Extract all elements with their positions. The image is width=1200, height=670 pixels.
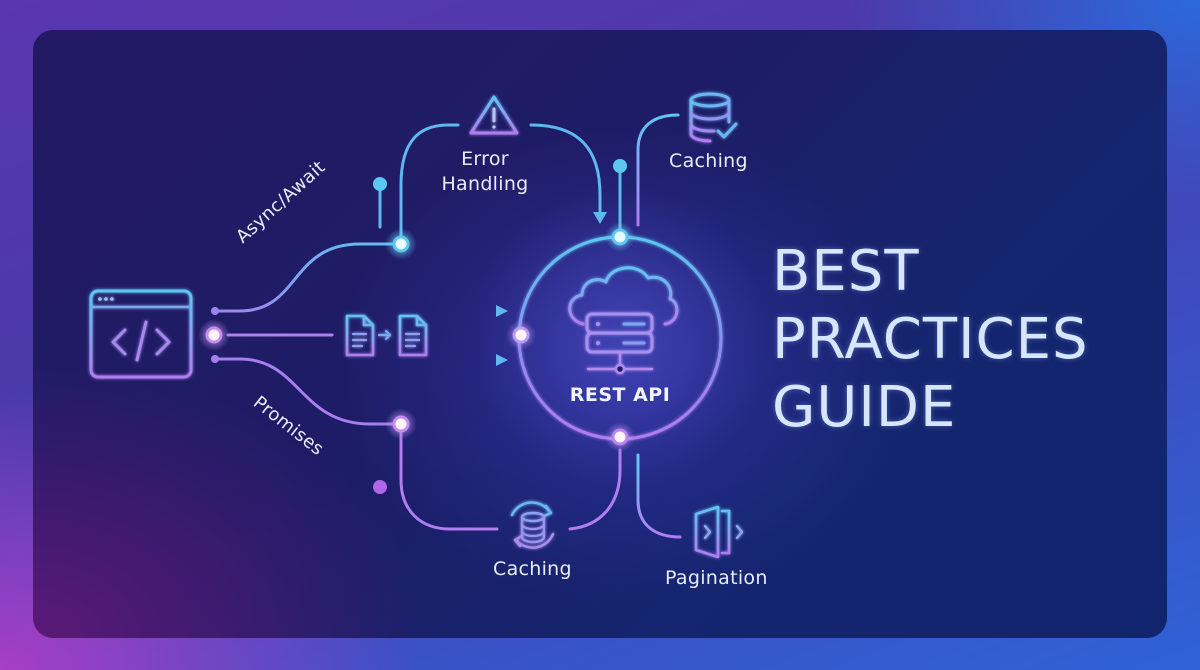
client-node — [205, 326, 223, 344]
title-line-3: GUIDE — [772, 375, 957, 440]
async-node — [392, 235, 410, 253]
database-sync-icon — [510, 501, 555, 549]
error-handling-label-line2: Handling — [441, 173, 529, 195]
promises-start-dot — [211, 355, 219, 363]
caching-bottom-connector — [568, 448, 622, 531]
error-handling-connector — [529, 123, 607, 224]
title-line-2: PRACTICES — [772, 307, 1089, 372]
error-handling-label: Error Handling — [430, 147, 540, 197]
page-title: BEST PRACTICES GUIDE — [772, 238, 1089, 442]
promises-node — [392, 415, 410, 433]
caching-top-label: Caching — [669, 150, 748, 172]
caching-top-terminal-dot — [613, 159, 627, 173]
ring-bottom-node — [611, 428, 629, 446]
document-transform-icon — [345, 314, 428, 357]
async-await-connector — [213, 123, 460, 313]
database-check-icon — [689, 92, 738, 143]
error-handling-label-line1: Error — [461, 148, 509, 170]
page-flip-icon — [694, 505, 744, 559]
title-line-1: BEST — [772, 239, 920, 304]
promises-terminal-dot — [373, 480, 387, 494]
cloud-server-icon — [568, 266, 679, 375]
warning-triangle-icon — [469, 95, 519, 135]
async-start-dot — [211, 307, 219, 315]
pagination-connector — [636, 453, 682, 539]
ring-top-node — [611, 228, 629, 246]
pagination-label: Pagination — [665, 567, 768, 589]
code-window-icon — [89, 289, 193, 379]
promises-connector — [213, 357, 499, 531]
rest-api-label: REST API — [569, 384, 671, 406]
data-transfer-connector — [226, 305, 509, 366]
caching-bottom-label: Caching — [493, 558, 572, 580]
ring-left-node — [512, 326, 530, 344]
async-terminal-dot — [373, 177, 387, 191]
center-glow — [470, 188, 770, 488]
